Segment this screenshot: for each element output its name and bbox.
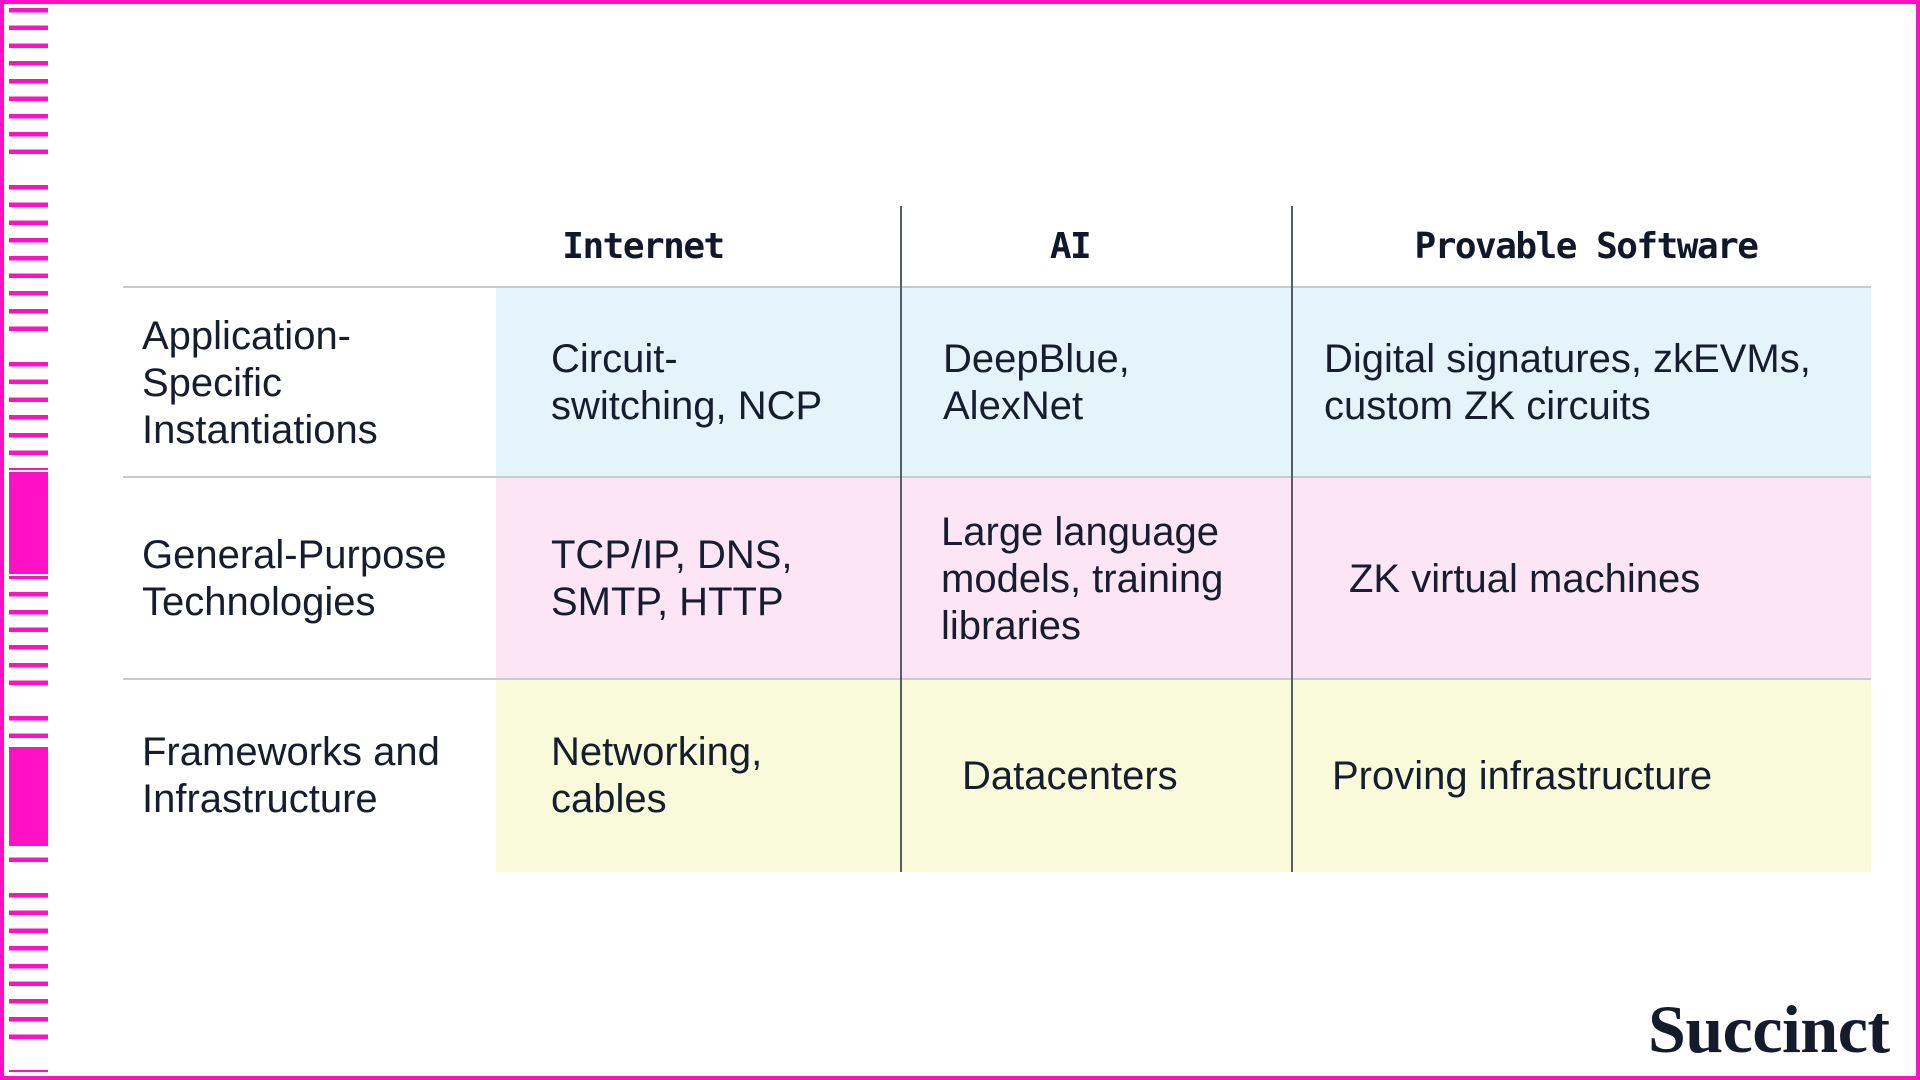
cell-text: DeepBlue, AlexNet <box>943 337 1130 428</box>
cell-text: Proving infrastructure <box>1332 753 1713 798</box>
cell-text: TCP/IP, DNS, SMTP, HTTP <box>551 533 793 624</box>
cell-text: Networking, cables <box>551 730 763 821</box>
cell-text: Circuit- switching, NCP <box>551 337 823 428</box>
column-header-label: Internet <box>562 225 725 267</box>
stripe-gap <box>7 164 50 180</box>
column-divider-line <box>900 206 902 872</box>
row-label-text: General-Purpose Technologies <box>142 533 447 624</box>
cell-text: ZK virtual machines <box>1349 556 1701 601</box>
column-header-ai: AI <box>1049 206 1092 286</box>
stripe-gap <box>7 695 50 711</box>
cell-text: Digital signatures, zkEVMs, custom ZK ci… <box>1324 337 1811 428</box>
cell-ai-general-purpose: Large language models, training librarie… <box>941 478 1281 680</box>
cell-text: Large language models, training librarie… <box>941 509 1224 648</box>
column-header-provable-software: Provable Software <box>1414 206 1759 286</box>
row-divider-line <box>123 678 1871 680</box>
cell-internet-general-purpose: TCP/IP, DNS, SMTP, HTTP <box>551 478 901 680</box>
column-header-label: Provable Software <box>1414 225 1759 267</box>
row-label-general-purpose: General-Purpose Technologies <box>142 478 502 680</box>
row-background-general-purpose <box>496 478 1871 680</box>
cell-internet-application-specific: Circuit- switching, NCP <box>551 288 901 478</box>
cell-provable-general-purpose: ZK virtual machines <box>1349 478 1889 680</box>
cell-internet-frameworks: Networking, cables <box>551 680 901 872</box>
cell-ai-frameworks: Datacenters <box>962 680 1302 872</box>
cell-text: Datacenters <box>962 753 1178 798</box>
row-label-frameworks: Frameworks and Infrastructure <box>142 680 502 872</box>
brand-stripe-ruler <box>7 8 50 1072</box>
row-label-application-specific: Application- Specific Instantiations <box>142 288 502 478</box>
cell-provable-application-specific: Digital signatures, zkEVMs, custom ZK ci… <box>1324 288 1864 478</box>
cell-ai-application-specific: DeepBlue, AlexNet <box>943 288 1283 478</box>
row-label-text: Frameworks and Infrastructure <box>142 730 440 821</box>
column-header-internet: Internet <box>562 206 725 286</box>
cell-provable-frameworks: Proving infrastructure <box>1332 680 1872 872</box>
stripe-gap <box>7 1049 50 1065</box>
stripe-block <box>9 745 48 848</box>
column-divider-line <box>1291 206 1293 872</box>
column-header-label: AI <box>1049 225 1092 267</box>
row-background-frameworks <box>496 680 1871 872</box>
row-label-text: Application- Specific Instantiations <box>142 313 378 452</box>
succinct-logo: Succinct <box>1648 991 1890 1067</box>
stripe-gap <box>7 872 50 888</box>
row-background-application-specific <box>496 288 1871 478</box>
stripe-gap <box>7 341 50 357</box>
stripe-block <box>9 470 48 576</box>
row-divider-line <box>123 286 1871 288</box>
row-divider-line <box>123 476 1871 478</box>
